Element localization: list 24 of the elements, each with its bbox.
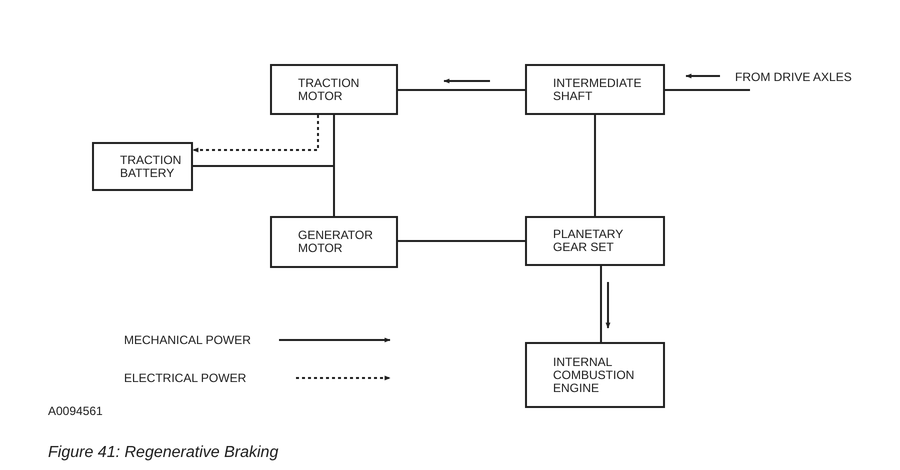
legend-label: ELECTRICAL POWER — [124, 371, 246, 385]
connector-line — [600, 266, 602, 342]
dotted-connector — [192, 115, 319, 152]
box-label: GENERATOR MOTOR — [298, 229, 374, 255]
box-label: INTERMEDIATE SHAFT — [553, 76, 642, 102]
connector-line — [398, 89, 525, 91]
process-box — [525, 342, 665, 408]
box-label: TRACTION MOTOR — [298, 76, 360, 102]
process-box — [270, 64, 398, 115]
connector-line — [398, 240, 525, 242]
legend-label: MECHANICAL POWER — [124, 333, 251, 347]
process-box — [525, 64, 665, 115]
connector-line — [665, 89, 750, 91]
process-box — [270, 216, 398, 268]
direction-label: FROM DRIVE AXLES — [735, 70, 852, 84]
figure-caption: Figure 41: Regenerative Braking — [48, 444, 278, 462]
figure-code: A0094561 — [48, 404, 103, 418]
box-label: INTERNAL COMBUSTION ENGINE — [553, 356, 636, 394]
process-box — [92, 142, 193, 191]
connector-line — [594, 115, 596, 216]
process-box — [525, 216, 665, 266]
connector-line — [193, 115, 335, 167]
box-label: TRACTION BATTERY — [120, 154, 182, 180]
box-label: PLANETARY GEAR SET — [553, 228, 624, 254]
